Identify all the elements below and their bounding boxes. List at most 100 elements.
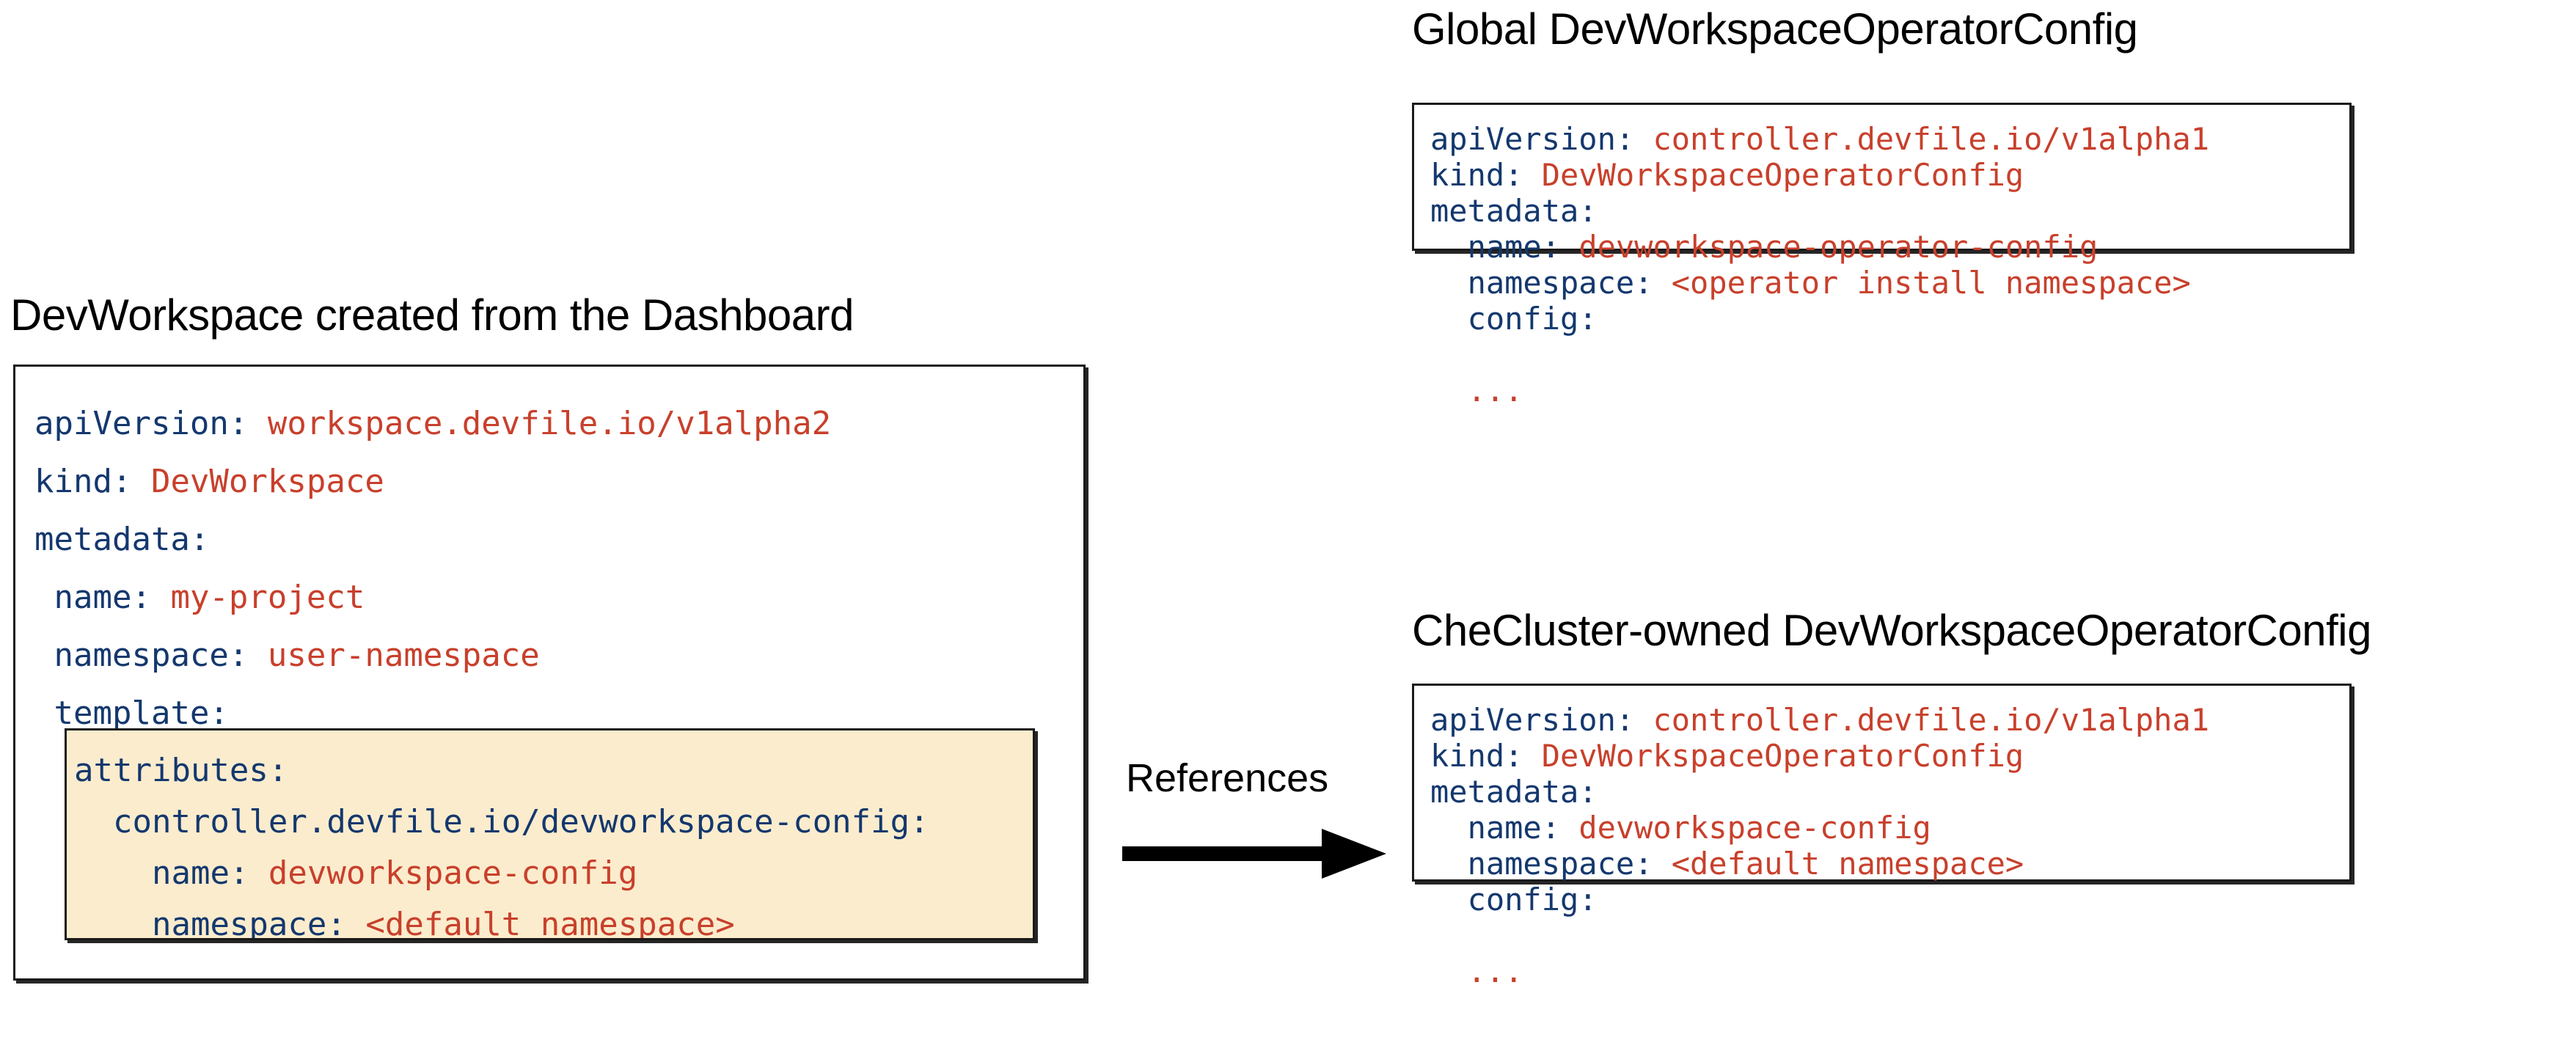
code-line bbox=[1430, 918, 2209, 953]
devworkspace-code-box: apiVersion: workspace.devfile.io/v1alpha… bbox=[13, 365, 1086, 981]
code-space bbox=[1653, 846, 1671, 882]
code-space bbox=[249, 854, 268, 892]
code-key: name: bbox=[1467, 810, 1561, 846]
code-value: ... bbox=[1467, 953, 1523, 989]
code-value: controller.devfile.io/v1alpha1 bbox=[1653, 702, 2210, 738]
devworkspace-config-attribute-lines: attributes: controller.devfile.io/devwor… bbox=[74, 745, 929, 940]
devworkspace-config-attribute-highlight: attributes: controller.devfile.io/devwor… bbox=[65, 728, 1035, 940]
code-value: <default namespace> bbox=[1671, 846, 2024, 882]
code-line: metadata: bbox=[34, 510, 831, 568]
code-line: name: my-project bbox=[34, 568, 831, 626]
code-key: namespace: bbox=[1467, 265, 1653, 301]
code-line: kind: DevWorkspace bbox=[34, 453, 831, 510]
code-key: metadata: bbox=[1430, 774, 1598, 810]
code-value: devworkspace-config bbox=[1578, 810, 1931, 846]
code-value: DevWorkspaceOperatorConfig bbox=[1541, 738, 2024, 774]
code-value: <default namespace> bbox=[365, 906, 735, 940]
global-dwoc-code-box: apiVersion: controller.devfile.io/v1alph… bbox=[1412, 103, 2352, 409]
code-key: template: bbox=[54, 695, 229, 732]
code-value: devworkspace-operator-config bbox=[1578, 229, 2099, 265]
code-key: namespace: bbox=[54, 637, 249, 674]
code-value: DevWorkspace bbox=[150, 463, 384, 500]
code-space bbox=[346, 906, 366, 938]
code-indent bbox=[34, 695, 54, 732]
code-value: devworkspace-config bbox=[268, 854, 638, 892]
code-indent bbox=[74, 803, 113, 841]
code-line: apiVersion: controller.devfile.io/v1alph… bbox=[1430, 121, 2209, 157]
code-space bbox=[1523, 157, 1541, 193]
code-space bbox=[1523, 738, 1541, 774]
code-line: controller.devfile.io/devworkspace-confi… bbox=[74, 796, 929, 848]
code-indent bbox=[1430, 953, 1468, 989]
code-line: name: devworkspace-operator-config bbox=[1430, 229, 2209, 265]
code-value: ... bbox=[1467, 373, 1523, 409]
code-line: template: bbox=[34, 684, 831, 742]
code-key: namespace: bbox=[151, 906, 346, 940]
code-line: metadata: bbox=[1430, 774, 2209, 810]
code-space bbox=[1560, 229, 1578, 265]
code-value: controller.devfile.io/v1alpha1 bbox=[1653, 121, 2210, 157]
code-key: apiVersion: bbox=[1430, 121, 1635, 157]
references-label: References bbox=[1126, 756, 1329, 800]
code-indent bbox=[1430, 810, 1468, 846]
code-key: config: bbox=[1467, 301, 1598, 337]
code-line: config: bbox=[1430, 301, 2209, 337]
code-key: kind: bbox=[1430, 738, 1523, 774]
code-indent bbox=[1430, 373, 1468, 409]
code-line: namespace: <operator install namespace> bbox=[1430, 265, 2209, 301]
code-key: kind: bbox=[34, 463, 132, 500]
code-indent bbox=[34, 579, 54, 616]
code-line: ... bbox=[1430, 953, 2209, 989]
code-indent bbox=[74, 854, 152, 892]
code-line: namespace: <default namespace> bbox=[1430, 846, 2209, 882]
code-key: apiVersion: bbox=[34, 405, 249, 442]
code-key: namespace: bbox=[1467, 846, 1653, 882]
code-line: config: bbox=[1430, 882, 2209, 918]
checluster-panel-title: CheCluster-owned DevWorkspaceOperatorCon… bbox=[1412, 606, 2372, 655]
code-indent bbox=[34, 637, 54, 674]
devworkspace-code-lines: apiVersion: workspace.devfile.io/v1alpha… bbox=[34, 395, 831, 742]
code-space bbox=[1653, 265, 1671, 301]
code-line: metadata: bbox=[1430, 193, 2209, 229]
code-key: config: bbox=[1467, 882, 1598, 918]
code-space bbox=[1634, 121, 1653, 157]
code-key: name: bbox=[54, 579, 151, 616]
code-line: namespace: <default namespace> bbox=[74, 899, 929, 940]
code-key: attributes: bbox=[74, 752, 288, 789]
code-key: name: bbox=[1467, 229, 1561, 265]
code-line bbox=[1430, 337, 2209, 373]
code-line: apiVersion: workspace.devfile.io/v1alpha… bbox=[34, 395, 831, 453]
code-indent bbox=[74, 906, 152, 938]
code-indent bbox=[1430, 846, 1468, 882]
code-space bbox=[151, 579, 171, 616]
code-key: metadata: bbox=[1430, 193, 1598, 229]
code-line: name: devworkspace-config bbox=[1430, 810, 2209, 846]
code-space bbox=[1634, 702, 1653, 738]
code-line: ... bbox=[1430, 373, 2209, 409]
code-line: namespace: user-namespace bbox=[34, 626, 831, 684]
code-value: DevWorkspaceOperatorConfig bbox=[1541, 157, 2024, 193]
code-line: apiVersion: controller.devfile.io/v1alph… bbox=[1430, 702, 2209, 738]
code-value: user-namespace bbox=[267, 637, 540, 674]
checluster-dwoc-code-box: apiVersion: controller.devfile.io/v1alph… bbox=[1412, 684, 2352, 989]
left-panel-title: DevWorkspace created from the Dashboard bbox=[10, 290, 854, 340]
global-dwoc-code-lines: apiVersion: controller.devfile.io/v1alph… bbox=[1430, 121, 2209, 409]
code-indent bbox=[1430, 229, 1468, 265]
code-value: <operator install namespace> bbox=[1671, 265, 2191, 301]
code-line: name: devworkspace-config bbox=[74, 848, 929, 899]
code-space bbox=[248, 405, 268, 442]
code-key: kind: bbox=[1430, 157, 1523, 193]
code-indent bbox=[1430, 265, 1468, 301]
code-line: attributes: bbox=[74, 745, 929, 796]
arrow-right-icon bbox=[1122, 827, 1386, 880]
code-value: workspace.devfile.io/v1alpha2 bbox=[267, 405, 832, 442]
code-line: kind: DevWorkspaceOperatorConfig bbox=[1430, 738, 2209, 774]
code-indent bbox=[1430, 882, 1468, 918]
code-space bbox=[131, 463, 151, 500]
code-space bbox=[1560, 810, 1578, 846]
code-key: metadata: bbox=[34, 521, 210, 558]
global-panel-title: Global DevWorkspaceOperatorConfig bbox=[1412, 4, 2138, 54]
code-key: name: bbox=[151, 854, 249, 892]
checluster-dwoc-code-lines: apiVersion: controller.devfile.io/v1alph… bbox=[1430, 702, 2209, 989]
code-key: controller.devfile.io/devworkspace-confi… bbox=[112, 803, 929, 841]
